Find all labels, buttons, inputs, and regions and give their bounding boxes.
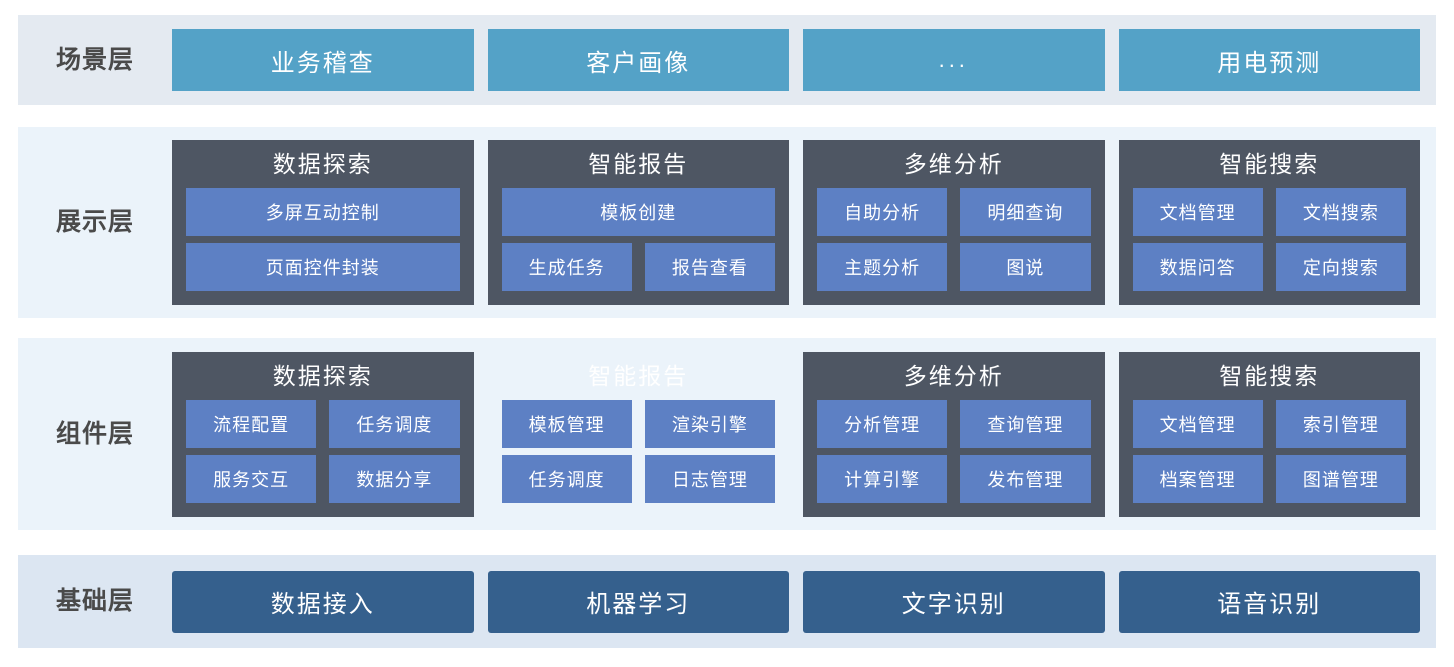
- module-chip[interactable]: 分析管理: [817, 399, 948, 448]
- module-card-data-exploration[interactable]: 数据探索 多屏互动控制 页面控件封装: [172, 140, 474, 305]
- layer-row-scene: 场景层 业务稽查 客户画像 ... 用电预测: [18, 15, 1436, 105]
- module-chip-row: 模板创建: [501, 188, 775, 237]
- module-chip[interactable]: 渲染引擎: [644, 399, 775, 448]
- ellipsis-icon: ...: [938, 47, 969, 72]
- scene-card-customer-profile[interactable]: 客户画像: [487, 29, 789, 91]
- scene-card-power-forecast[interactable]: 用电预测: [1118, 29, 1420, 91]
- module-chip[interactable]: 定向搜索: [1275, 243, 1406, 291]
- module-chip[interactable]: 文档管理: [1132, 399, 1263, 448]
- module-chip-row: 计算引擎 发布管理: [817, 454, 1091, 503]
- module-chip[interactable]: 索引管理: [1275, 399, 1406, 448]
- module-chip-row: 自助分析 明细查询: [817, 188, 1091, 237]
- base-card-machine-learning[interactable]: 机器学习: [487, 570, 789, 633]
- module-chip-group: 多屏互动控制 页面控件封装: [186, 188, 460, 291]
- base-card-data-ingestion[interactable]: 数据接入: [172, 570, 474, 633]
- module-card-smart-report[interactable]: 智能报告 模板管理 渲染引擎 任务调度 日志管理: [488, 352, 790, 517]
- layer-row-presentation: 展示层 数据探索 多屏互动控制 页面控件封装 智能报告 模板创建: [18, 127, 1436, 318]
- module-chip[interactable]: 数据分享: [329, 454, 460, 503]
- module-chip-group: 分析管理 查询管理 计算引擎 发布管理: [817, 399, 1091, 503]
- base-card-label: 文字识别: [901, 591, 1006, 618]
- base-card-speech-recognition[interactable]: 语音识别: [1118, 570, 1420, 633]
- module-chip-row: 数据问答 定向搜索: [1132, 243, 1406, 291]
- module-chip-group: 模板创建 生成任务 报告查看: [501, 188, 775, 291]
- module-chip-group: 自助分析 明细查询 主题分析 图说: [817, 188, 1091, 291]
- layer-cards-presentation: 数据探索 多屏互动控制 页面控件封装 智能报告 模板创建: [172, 127, 1436, 318]
- module-chip[interactable]: 数据问答: [1132, 243, 1263, 291]
- module-card-title: 多维分析: [903, 151, 1004, 177]
- module-card-multidim-analysis[interactable]: 多维分析 自助分析 明细查询 主题分析 图说: [803, 140, 1105, 305]
- module-card-title: 智能搜索: [1219, 362, 1320, 389]
- module-chip[interactable]: 计算引擎: [817, 454, 948, 503]
- module-chip[interactable]: 生成任务: [501, 243, 632, 291]
- module-chip[interactable]: 任务调度: [501, 454, 632, 503]
- scene-card-more[interactable]: ...: [803, 29, 1105, 91]
- module-chip-row: 多屏互动控制: [186, 188, 460, 237]
- module-chip[interactable]: 多屏互动控制: [186, 188, 460, 237]
- module-chip-group: 文档管理 索引管理 档案管理 图谱管理: [1132, 399, 1406, 503]
- module-chip-row: 流程配置 任务调度: [186, 399, 460, 448]
- module-chip[interactable]: 服务交互: [186, 454, 317, 503]
- module-chip-row: 页面控件封装: [186, 243, 460, 291]
- module-chip[interactable]: 流程配置: [186, 399, 317, 448]
- module-card-title: 智能搜索: [1219, 151, 1320, 177]
- module-chip[interactable]: 明细查询: [960, 188, 1091, 237]
- module-chip[interactable]: 图说: [960, 243, 1091, 291]
- module-chip-row: 生成任务 报告查看: [501, 243, 775, 291]
- module-card-data-exploration[interactable]: 数据探索 流程配置 任务调度 服务交互 数据分享: [172, 351, 474, 517]
- module-chip-row: 模板管理 渲染引擎: [501, 399, 775, 448]
- module-chip-row: 主题分析 图说: [817, 243, 1091, 291]
- module-chip-group: 模板管理 渲染引擎 任务调度 日志管理: [501, 399, 775, 503]
- module-chip[interactable]: 模板创建: [501, 188, 775, 237]
- module-chip-row: 文档管理 文档搜索: [1132, 188, 1406, 237]
- module-chip-row: 任务调度 日志管理: [501, 454, 775, 503]
- module-chip[interactable]: 文档管理: [1132, 188, 1263, 237]
- module-chip[interactable]: 报告查看: [644, 243, 775, 291]
- module-chip[interactable]: 文档搜索: [1275, 188, 1406, 237]
- scene-card-label: 用电预测: [1217, 49, 1322, 77]
- module-card-smart-report[interactable]: 智能报告 模板创建 生成任务 报告查看: [487, 140, 789, 305]
- layer-cards-scene: 业务稽查 客户画像 ... 用电预测: [172, 15, 1436, 105]
- module-card-smart-search[interactable]: 智能搜索 文档管理 文档搜索 数据问答 定向搜索: [1118, 140, 1420, 305]
- module-chip[interactable]: 查询管理: [960, 399, 1091, 448]
- module-chip[interactable]: 档案管理: [1132, 454, 1263, 503]
- module-chip-group: 流程配置 任务调度 服务交互 数据分享: [186, 399, 460, 503]
- layer-row-component: 组件层 数据探索 流程配置 任务调度 服务交互 数据分享 智能报告: [18, 338, 1436, 530]
- scene-card-label: 业务稽查: [270, 49, 375, 77]
- module-chip-row: 分析管理 查询管理: [817, 399, 1091, 448]
- layer-label-foundation: 基础层: [55, 587, 134, 615]
- module-chip[interactable]: 日志管理: [644, 454, 775, 503]
- module-card-title: 数据探索: [272, 151, 373, 177]
- layer-label-component: 组件层: [55, 419, 134, 448]
- scene-card-business-audit[interactable]: 业务稽查: [172, 29, 474, 91]
- base-card-ocr[interactable]: 文字识别: [803, 570, 1105, 633]
- module-chip[interactable]: 任务调度: [329, 399, 460, 448]
- scene-card-label: 客户画像: [586, 49, 691, 77]
- module-chip-group: 文档管理 文档搜索 数据问答 定向搜索: [1132, 188, 1406, 291]
- module-chip-row: 档案管理 图谱管理: [1132, 454, 1406, 503]
- module-chip[interactable]: 发布管理: [960, 454, 1091, 503]
- module-card-smart-search[interactable]: 智能搜索 文档管理 索引管理 档案管理 图谱管理: [1118, 351, 1420, 517]
- module-card-title: 智能报告: [588, 151, 689, 177]
- module-card-title: 智能报告: [588, 362, 689, 389]
- module-chip[interactable]: 模板管理: [501, 399, 632, 448]
- module-card-title: 多维分析: [903, 362, 1004, 389]
- layer-label-scene: 场景层: [55, 45, 134, 74]
- module-chip[interactable]: 主题分析: [817, 243, 948, 291]
- module-chip-row: 服务交互 数据分享: [186, 454, 460, 503]
- layer-row-foundation: 基础层 数据接入 机器学习 文字识别 语音识别: [18, 555, 1436, 648]
- module-chip-row: 文档管理 索引管理: [1132, 399, 1406, 448]
- base-card-label: 语音识别: [1217, 591, 1322, 618]
- module-card-title: 数据探索: [272, 362, 373, 389]
- base-card-label: 机器学习: [586, 591, 691, 618]
- module-chip[interactable]: 页面控件封装: [186, 243, 460, 291]
- module-chip[interactable]: 自助分析: [817, 188, 948, 237]
- layer-label-presentation: 展示层: [55, 208, 134, 236]
- layer-cards-component: 数据探索 流程配置 任务调度 服务交互 数据分享 智能报告 模板管理: [172, 338, 1436, 530]
- base-card-label: 数据接入: [270, 591, 375, 618]
- layer-cards-foundation: 数据接入 机器学习 文字识别 语音识别: [172, 555, 1436, 648]
- module-chip[interactable]: 图谱管理: [1275, 454, 1406, 503]
- module-card-multidim-analysis[interactable]: 多维分析 分析管理 查询管理 计算引擎 发布管理: [803, 351, 1105, 517]
